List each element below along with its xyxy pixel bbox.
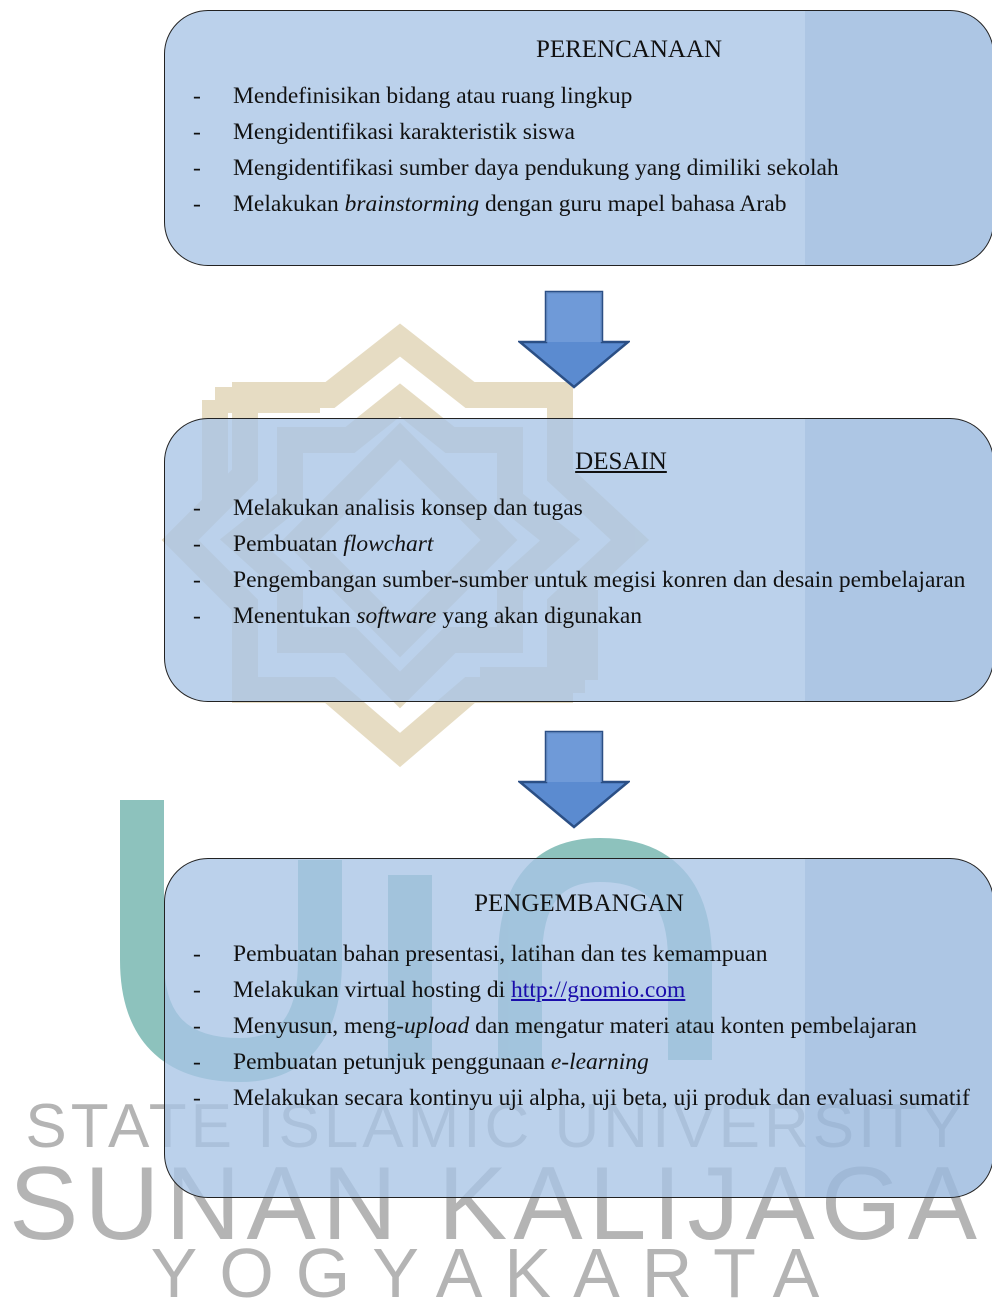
list-item: -Pembuatan bahan presentasi, latihan dan… — [193, 941, 768, 967]
pengembangan-box: PENGEMBANGAN -Pembuatan bahan presentasi… — [164, 858, 992, 1198]
desain-box: DESAIN -Melakukan analisis konsep dan tu… — [164, 418, 992, 702]
list-item: -Melakukan virtual hosting di http://gno… — [193, 977, 686, 1003]
list-item: -Menyusun, meng-upload dan mengatur mate… — [193, 1013, 917, 1039]
list-item: -Melakukan secara kontinyu uji alpha, uj… — [193, 1085, 970, 1111]
list-item: -Pembuatan flowchart — [193, 531, 434, 557]
perencanaan-box: PERENCANAAN -Mendefinisikan bidang atau … — [164, 10, 992, 266]
perencanaan-title: PERENCANAAN — [535, 36, 723, 63]
down-arrow-icon — [518, 290, 630, 389]
desain-title: DESAIN — [575, 448, 667, 475]
list-item: -Melakukan analisis konsep dan tugas — [193, 495, 583, 521]
pengembangan-title: PENGEMBANGAN — [474, 890, 684, 917]
watermark-city: YOGYAKARTA — [150, 1234, 842, 1312]
gnomio-link[interactable]: http://gnomio.com — [511, 977, 686, 1003]
perencanaan-list: -Mendefinisikan bidang atau ruang lingku… — [165, 78, 992, 222]
list-item: -Mendefinisikan bidang atau ruang lingku… — [193, 83, 633, 109]
list-item: -Mengidentifikasi sumber daya pendukung … — [193, 155, 839, 181]
list-item: -Pembuatan petunjuk penggunaan e-learnin… — [193, 1049, 649, 1075]
list-item: -Pengembangan sumber-sumber untuk megisi… — [193, 567, 966, 593]
down-arrow-icon — [518, 730, 630, 829]
pengembangan-list: -Pembuatan bahan presentasi, latihan dan… — [165, 936, 992, 1116]
list-item: -Mengidentifikasi karakteristik siswa — [193, 119, 575, 145]
list-item: -Melakukan brainstorming dengan guru map… — [193, 191, 787, 217]
desain-list: -Melakukan analisis konsep dan tugas -Pe… — [165, 490, 992, 634]
list-item: -Menentukan software yang akan digunakan — [193, 603, 642, 629]
